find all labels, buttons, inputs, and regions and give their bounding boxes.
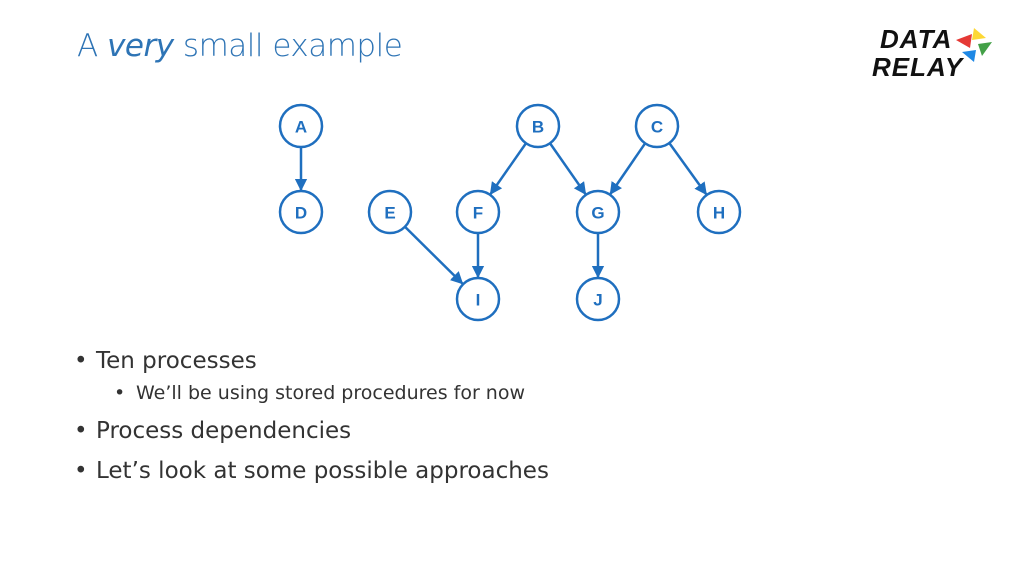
- title-suffix: small example: [173, 28, 403, 64]
- bullet-ten-processes: Ten processes: [74, 346, 549, 376]
- node-label: B: [532, 118, 544, 137]
- title-prefix: A: [77, 28, 108, 64]
- bullet-possible-approaches: Let’s look at some possible approaches: [74, 456, 549, 486]
- node-a: A: [278, 103, 324, 149]
- node-label: H: [713, 204, 725, 223]
- node-circle: [278, 189, 324, 235]
- data-relay-logo: DATA RELAY: [868, 22, 1004, 86]
- node-label: A: [295, 118, 307, 137]
- title-emphasis: very: [107, 28, 174, 64]
- node-f: F: [455, 189, 501, 235]
- bullet-list: Ten processes We’ll be using stored proc…: [74, 346, 549, 486]
- edge-e-i: [404, 225, 464, 285]
- node-j: J: [575, 276, 621, 322]
- node-g: G: [575, 189, 621, 235]
- node-circle: [367, 189, 413, 235]
- node-d: D: [278, 189, 324, 235]
- node-label: D: [295, 204, 307, 223]
- slide-title: A very small example: [77, 28, 403, 64]
- edge-b-f: [489, 142, 528, 195]
- node-circle: [696, 189, 742, 235]
- node-circle: [278, 103, 324, 149]
- node-circle: [455, 189, 501, 235]
- node-b: B: [515, 103, 561, 149]
- dependency-graph: A B C D E F G H I J: [278, 103, 742, 322]
- node-c: C: [634, 103, 680, 149]
- node-label: J: [593, 291, 602, 310]
- edge-c-g: [609, 142, 647, 195]
- node-label: C: [651, 118, 663, 137]
- node-circle: [455, 276, 501, 322]
- node-circle: [634, 103, 680, 149]
- bullet-stored-procedures: We’ll be using stored procedures for now: [114, 380, 549, 406]
- node-circle: [575, 276, 621, 322]
- node-i: I: [455, 276, 501, 322]
- node-label: F: [473, 204, 483, 223]
- node-label: E: [384, 204, 395, 223]
- edge-c-h: [668, 142, 708, 196]
- node-circle: [575, 189, 621, 235]
- logo-line-1: DATA: [880, 24, 953, 54]
- node-e: E: [367, 189, 413, 235]
- logo-line-2: RELAY: [872, 52, 964, 82]
- node-circle: [515, 103, 561, 149]
- node-label: I: [476, 291, 481, 310]
- node-h: H: [696, 189, 742, 235]
- logo-arrows-icon: [956, 28, 992, 62]
- bullet-process-dependencies: Process dependencies: [74, 416, 549, 446]
- node-label: G: [591, 204, 604, 223]
- edge-b-g: [548, 142, 587, 195]
